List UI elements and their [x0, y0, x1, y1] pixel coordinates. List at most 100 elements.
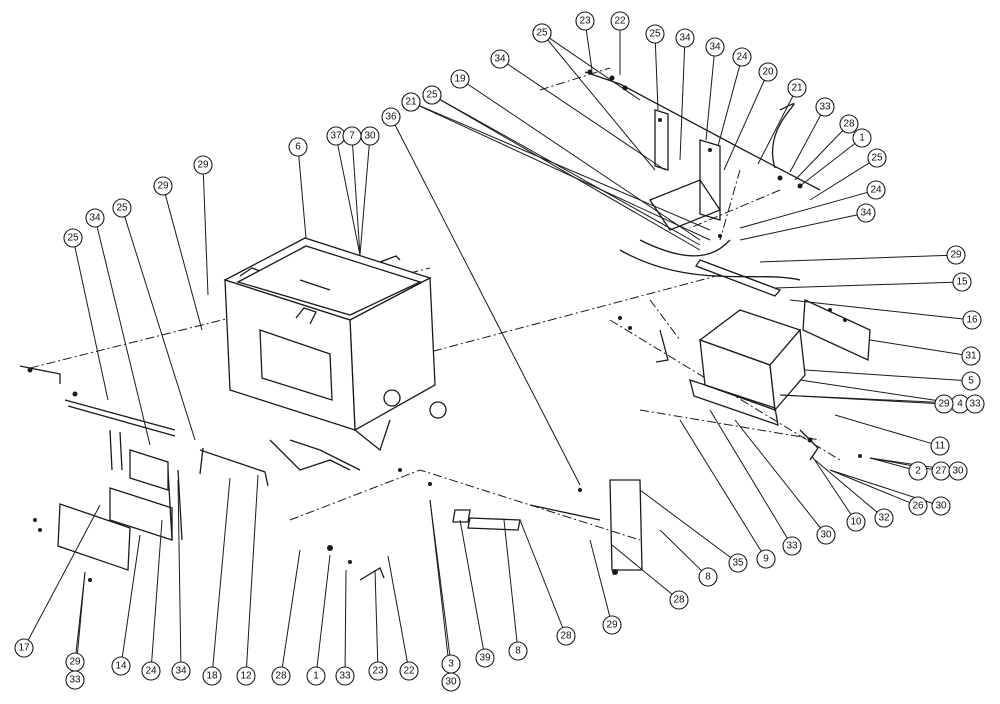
- callout-14: 14: [111, 656, 131, 676]
- callout-leader: [96, 226, 151, 446]
- callout-leader: [734, 419, 821, 529]
- callout-34: 34: [675, 28, 695, 48]
- callout-number: 28: [275, 671, 287, 682]
- callout-leader: [869, 457, 910, 470]
- callout-leader: [804, 369, 963, 381]
- callout-circle: [532, 23, 552, 43]
- callout-number: 5: [968, 376, 974, 387]
- callout-circle: [728, 553, 748, 573]
- left-frame: [19, 365, 183, 571]
- callout-24: 24: [866, 180, 886, 200]
- callout-leader: [164, 194, 203, 331]
- right-chute: [655, 299, 871, 461]
- callout-number: 33: [339, 671, 351, 682]
- callout-circle: [645, 24, 665, 44]
- callout-29: 29: [153, 176, 173, 196]
- callout-number: 34: [494, 54, 506, 65]
- callout-34: 34: [856, 203, 876, 223]
- callout-circle: [669, 590, 689, 610]
- callout-8: 8: [508, 641, 528, 661]
- callout-number: 33: [819, 102, 831, 113]
- callout-leader: [549, 37, 641, 101]
- callout-leader: [212, 477, 231, 668]
- callout-27: 27: [931, 461, 951, 481]
- callout-number: 25: [871, 153, 883, 164]
- callout-leader: [418, 105, 711, 241]
- callout-number: 10: [850, 517, 862, 528]
- callout-leader: [374, 569, 379, 663]
- callout-number: 28: [673, 595, 685, 606]
- callout-35: 35: [728, 553, 748, 573]
- callout-leader: [799, 143, 856, 187]
- callout-number: 29: [157, 181, 169, 192]
- callout-number: 34: [860, 208, 872, 219]
- callout-number: 1: [313, 671, 319, 682]
- callout-number: 20: [762, 67, 774, 78]
- callout-37: 37: [326, 126, 346, 146]
- callout-circle: [815, 97, 835, 117]
- callout-circle: [948, 461, 968, 481]
- callout-28: 28: [556, 626, 576, 646]
- callout-leader: [503, 519, 518, 643]
- callout-leader: [869, 339, 963, 356]
- callout-number: 12: [240, 671, 252, 682]
- callout-leader: [774, 281, 954, 289]
- callout-circle: [874, 508, 894, 528]
- callout-circle: [171, 661, 191, 681]
- callout-28: 28: [839, 114, 859, 134]
- callout-36: 36: [381, 107, 401, 127]
- callout-28: 28: [669, 590, 689, 610]
- callout-33: 33: [335, 666, 355, 686]
- callout-circle: [111, 656, 131, 676]
- callout-30: 30: [948, 461, 968, 481]
- callout-9: 9: [756, 549, 776, 569]
- callout-leader: [814, 459, 878, 513]
- callout-leader: [202, 173, 209, 296]
- callout-leader: [387, 555, 408, 663]
- callout-circle: [962, 310, 982, 330]
- callout-number: 31: [965, 351, 977, 362]
- callout-number: 29: [938, 399, 950, 410]
- callout-leader: [352, 144, 361, 256]
- callout-number: 15: [956, 277, 968, 288]
- callout-16: 16: [962, 310, 982, 330]
- callout-circle: [141, 661, 161, 681]
- callout-number: 33: [969, 399, 981, 410]
- callout-29: 29: [65, 652, 85, 672]
- callout-leader: [151, 519, 163, 663]
- callout-12: 12: [236, 666, 256, 686]
- callout-29: 29: [946, 245, 966, 265]
- callout-circle: [360, 126, 380, 146]
- callout-number: 3: [448, 659, 454, 670]
- callout-circle: [961, 371, 981, 391]
- callout-circle: [490, 49, 510, 69]
- callout-circle: [908, 496, 928, 516]
- callout-circle: [816, 525, 836, 545]
- callout-circle: [866, 180, 886, 200]
- callout-number: 29: [950, 250, 962, 261]
- callout-leader: [709, 409, 788, 539]
- callout-number: 25: [649, 29, 661, 40]
- callout-leader: [589, 539, 611, 617]
- callout-number: 8: [515, 646, 521, 657]
- callout-19: 19: [450, 69, 470, 89]
- callout-circle: [422, 85, 442, 105]
- callout-number: 23: [579, 16, 591, 27]
- callout-number: 6: [295, 142, 301, 153]
- callout-leader: [459, 519, 484, 650]
- callout-23: 23: [575, 11, 595, 31]
- callout-bubbles: 2322253425342420211925213328125243429151…: [14, 11, 985, 692]
- callout-number: 33: [786, 541, 798, 552]
- callout-leader: [789, 114, 822, 173]
- callout-25: 25: [532, 23, 552, 43]
- callout-circle: [610, 11, 630, 31]
- callout-leader: [359, 144, 370, 256]
- callout-3: 3: [441, 654, 461, 674]
- callout-number: 24: [145, 666, 157, 677]
- callout-circle: [698, 567, 718, 587]
- callout-22: 22: [610, 11, 630, 31]
- callout-leader: [739, 214, 858, 241]
- callout-1: 1: [852, 128, 872, 148]
- callout-circle: [575, 11, 595, 31]
- callout-circle: [399, 661, 419, 681]
